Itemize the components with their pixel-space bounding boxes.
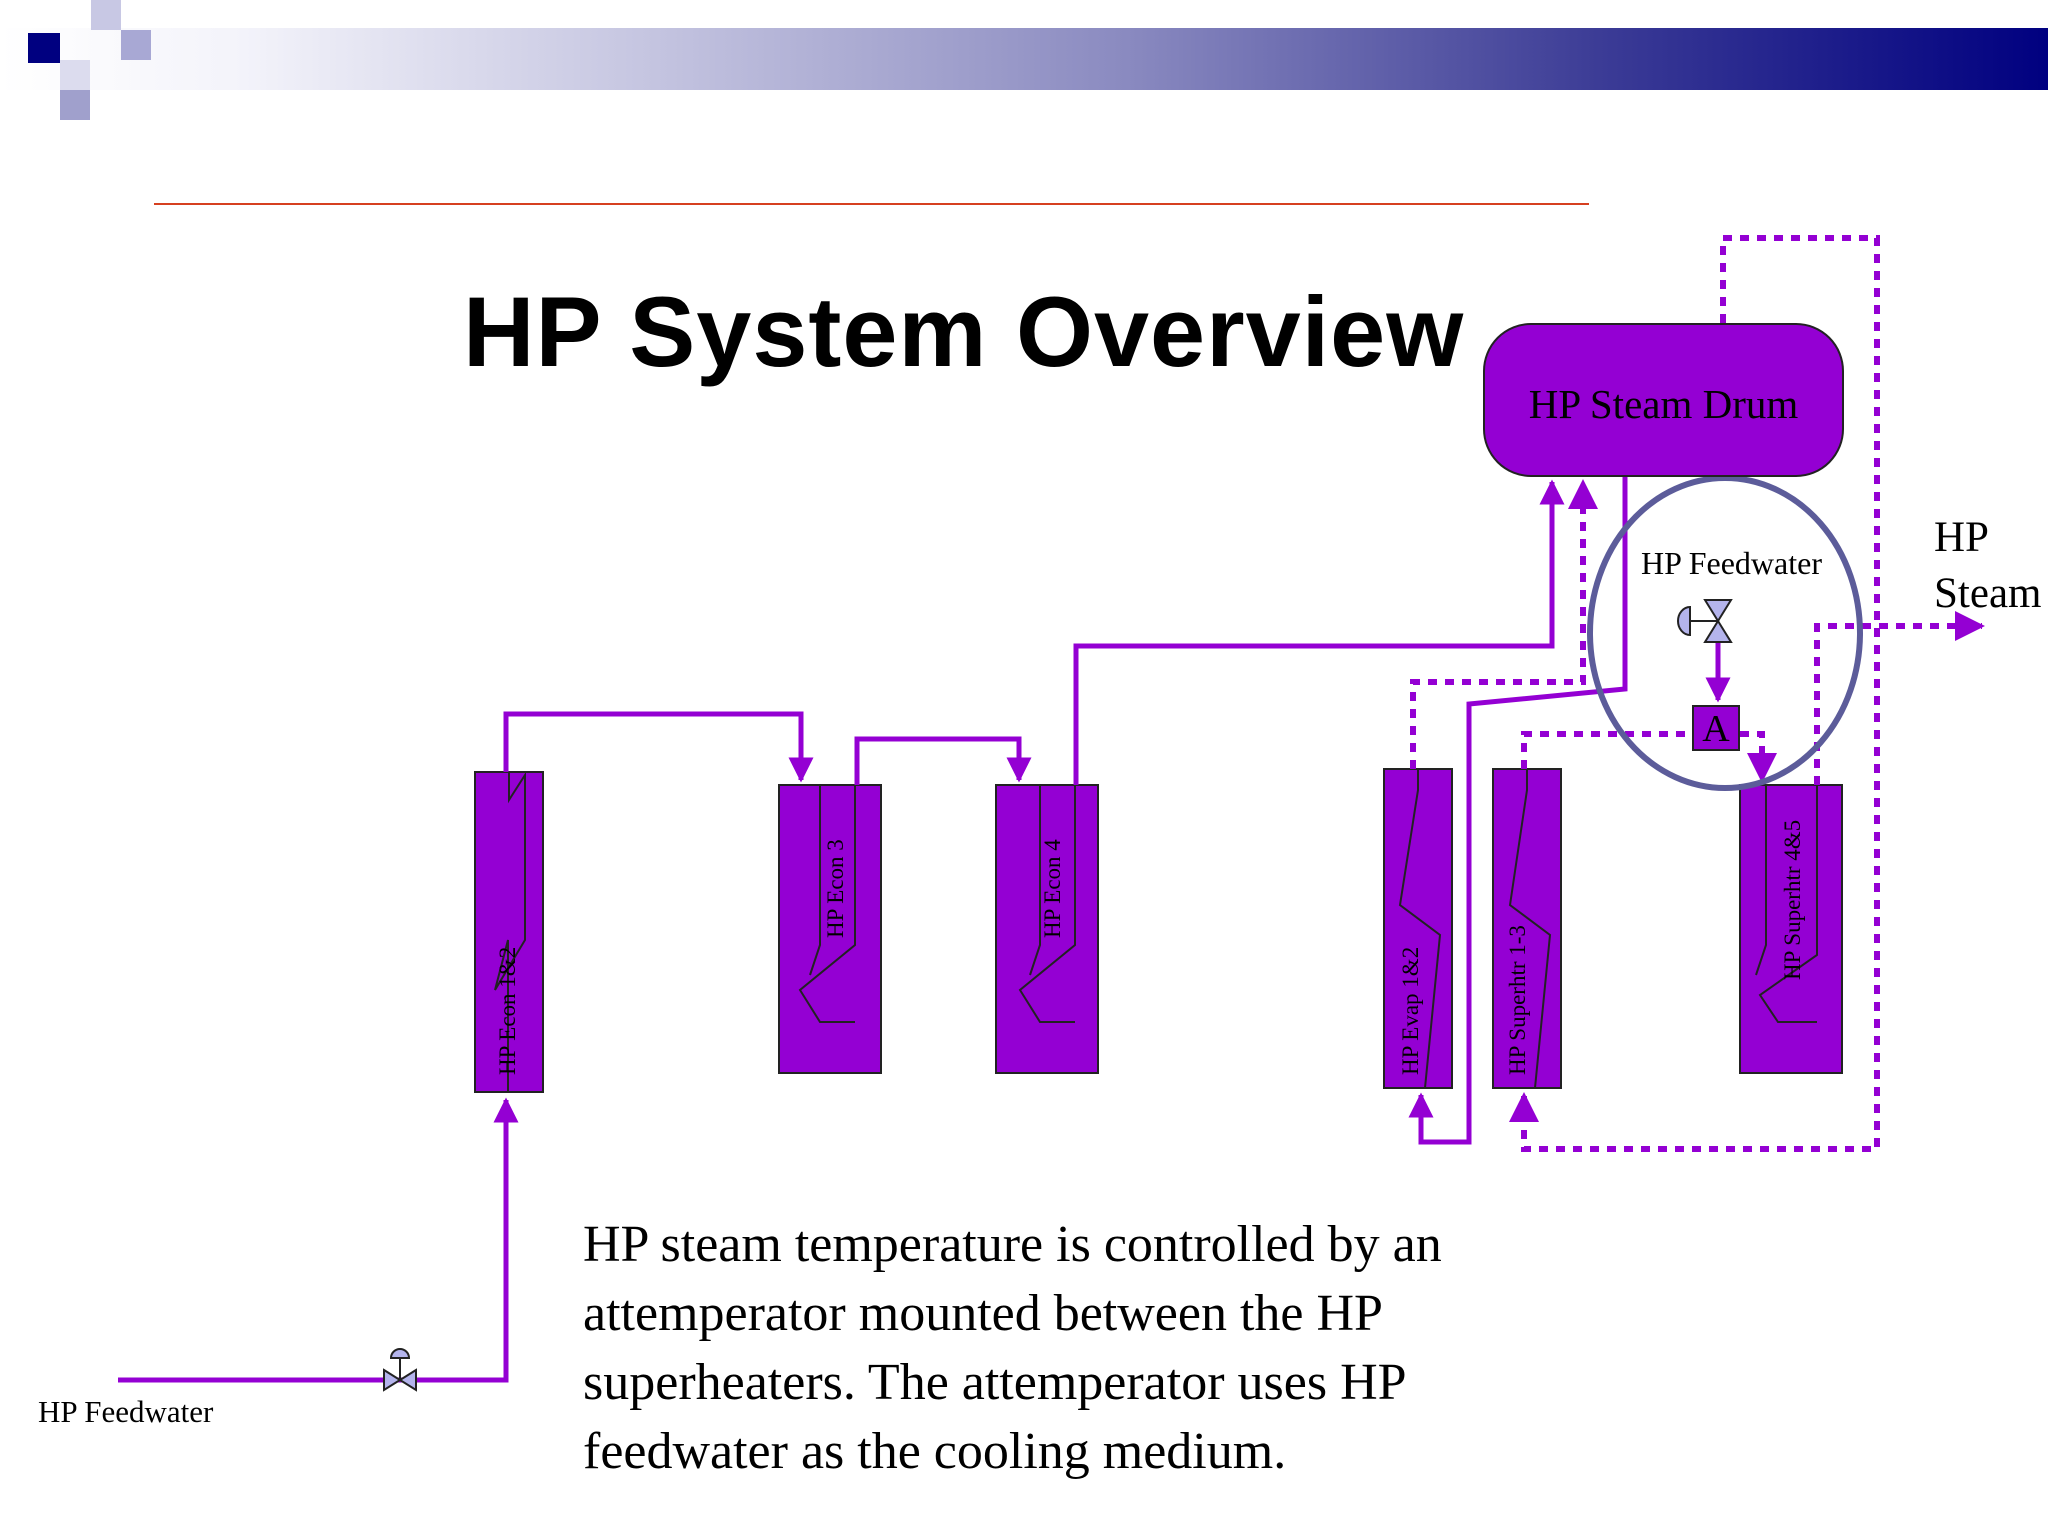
feedwater-inlet-line bbox=[118, 1097, 519, 1383]
drum-downcomer-line bbox=[1408, 477, 1628, 1145]
hp-econ-4-tube bbox=[1018, 785, 1076, 1023]
steam-outlet-dashed-line bbox=[1814, 611, 1985, 785]
hp-evap-12-tube bbox=[1398, 769, 1442, 1089]
header-square-light bbox=[60, 60, 90, 90]
hp-econ-4-box bbox=[995, 784, 1099, 1074]
attemperator-box: A bbox=[1692, 705, 1740, 751]
hp-superhtr-13-box bbox=[1492, 768, 1562, 1089]
header-gradient-band bbox=[0, 28, 2048, 90]
hp-econ-12-label: HP Econ 1&2 bbox=[495, 947, 520, 1075]
feedwater-inlet-label: HP Feedwater bbox=[38, 1394, 214, 1429]
hp-econ-12-tube bbox=[494, 771, 526, 1092]
hp-econ-3-tube-inner bbox=[809, 785, 821, 976]
hp-evap-12-label: HP Evap 1&2 bbox=[1398, 947, 1423, 1075]
header-square-light bbox=[121, 30, 151, 60]
hp-steam-drum: HP Steam Drum bbox=[1483, 323, 1844, 477]
econ3-to-econ4-line bbox=[854, 736, 1032, 785]
header-square-light bbox=[91, 0, 121, 30]
hp-superhtr-13-tube bbox=[1508, 769, 1552, 1089]
attemp-to-superhtr45-dashed-line bbox=[1740, 731, 1777, 783]
hp-econ-3-box bbox=[778, 784, 882, 1074]
drum-to-superhtr13-dashed-line bbox=[1509, 235, 1880, 1152]
hp-superhtr-45-tube-inner bbox=[1755, 785, 1767, 976]
econ12-to-econ3-line bbox=[503, 711, 814, 783]
hp-steam-drum-label: HP Steam Drum bbox=[1528, 381, 1799, 427]
econ4-to-drum-line bbox=[1073, 479, 1565, 785]
title-rule bbox=[154, 203, 1589, 205]
attemperator-feedwater-label: HP Feedwater bbox=[1641, 545, 1822, 581]
hp-econ-4-label: HP Econ 4 bbox=[1040, 839, 1065, 938]
inlet-control-valve-icon bbox=[383, 1348, 417, 1392]
hp-steam-outlet-label: HP Steam bbox=[1934, 514, 2042, 617]
hp-superhtr-13-label: HP Superhtr 1-3 bbox=[1505, 925, 1530, 1075]
hp-superhtr-45-box bbox=[1739, 784, 1843, 1074]
header-square-light bbox=[60, 90, 90, 120]
spray-control-valve-icon bbox=[1677, 599, 1733, 643]
hp-econ-4-tube-inner bbox=[1029, 785, 1041, 976]
header-square-dark bbox=[28, 33, 60, 63]
hp-evap-12-box bbox=[1383, 768, 1453, 1089]
hp-econ-3-tube bbox=[798, 785, 856, 1023]
hp-superhtr-45-label: HP Superhtr 4&5 bbox=[1780, 820, 1805, 980]
hp-superhtr-45-tube bbox=[1758, 785, 1818, 1023]
slide-title: HP System Overview bbox=[463, 276, 1465, 387]
attemperator-highlight-ring bbox=[1587, 475, 1863, 791]
hp-econ-3-label: HP Econ 3 bbox=[823, 839, 848, 938]
superhtr13-to-attemp-dashed-line bbox=[1521, 731, 1692, 769]
slide-caption: HP steam temperature is controlled by an… bbox=[583, 1216, 1442, 1480]
evap-riser-dashed-line bbox=[1410, 479, 1598, 769]
